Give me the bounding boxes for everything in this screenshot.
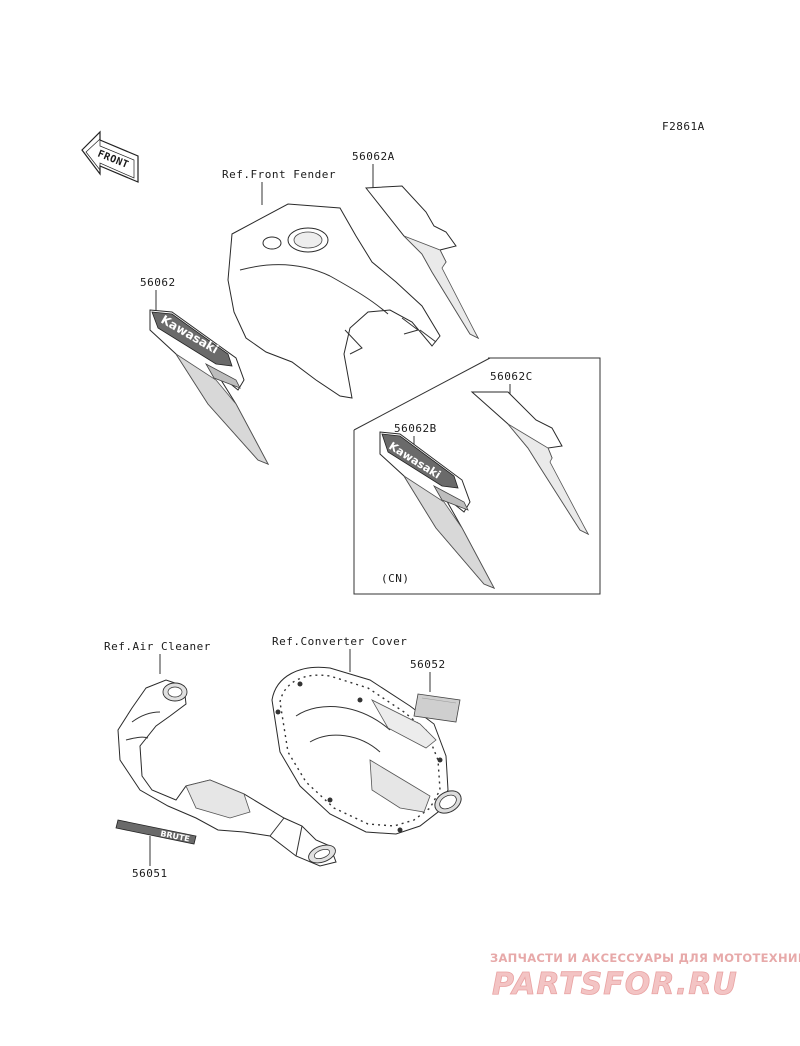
label-56062C: 56062C xyxy=(490,370,533,383)
decal-56062: Kawasaki xyxy=(149,309,270,465)
label-ref-front-fender: Ref.Front Fender xyxy=(222,168,336,181)
decal-56051: BRUTE xyxy=(115,819,197,845)
decal-56052 xyxy=(413,693,461,723)
watermark: ЗАПЧАСТИ И АКСЕССУАРЫ ДЛЯ МОТОТЕХНИКИ PA… xyxy=(490,951,800,1002)
air-cleaner-duct xyxy=(117,679,337,867)
watermark-brand: PARTSFOR.RU xyxy=(492,967,738,1002)
label-56062A: 56062A xyxy=(352,150,395,163)
label-56052: 56052 xyxy=(410,658,446,671)
label-56062B: 56062B xyxy=(394,422,437,435)
decal-56062C xyxy=(470,391,590,536)
figure-code: F2861A xyxy=(662,120,705,133)
decal-56062B: Kawasaki xyxy=(379,431,496,589)
front-arrow-icon: FRONT xyxy=(81,130,139,183)
converter-cover xyxy=(271,666,462,835)
decal-56051-text: BRUTE xyxy=(160,829,191,843)
cn-frame-diagonal xyxy=(353,357,491,431)
decal-56062A xyxy=(365,185,480,340)
label-56062: 56062 xyxy=(140,276,176,289)
label-56051: 56051 xyxy=(132,867,168,880)
label-ref-converter-cover: Ref.Converter Cover xyxy=(272,635,407,648)
watermark-tagline: ЗАПЧАСТИ И АКСЕССУАРЫ ДЛЯ МОТОТЕХНИКИ xyxy=(490,951,800,965)
front-fender xyxy=(227,203,441,399)
label-cn: (CN) xyxy=(381,572,410,585)
cn-frame xyxy=(353,357,601,595)
label-ref-air-cleaner: Ref.Air Cleaner xyxy=(104,640,211,653)
